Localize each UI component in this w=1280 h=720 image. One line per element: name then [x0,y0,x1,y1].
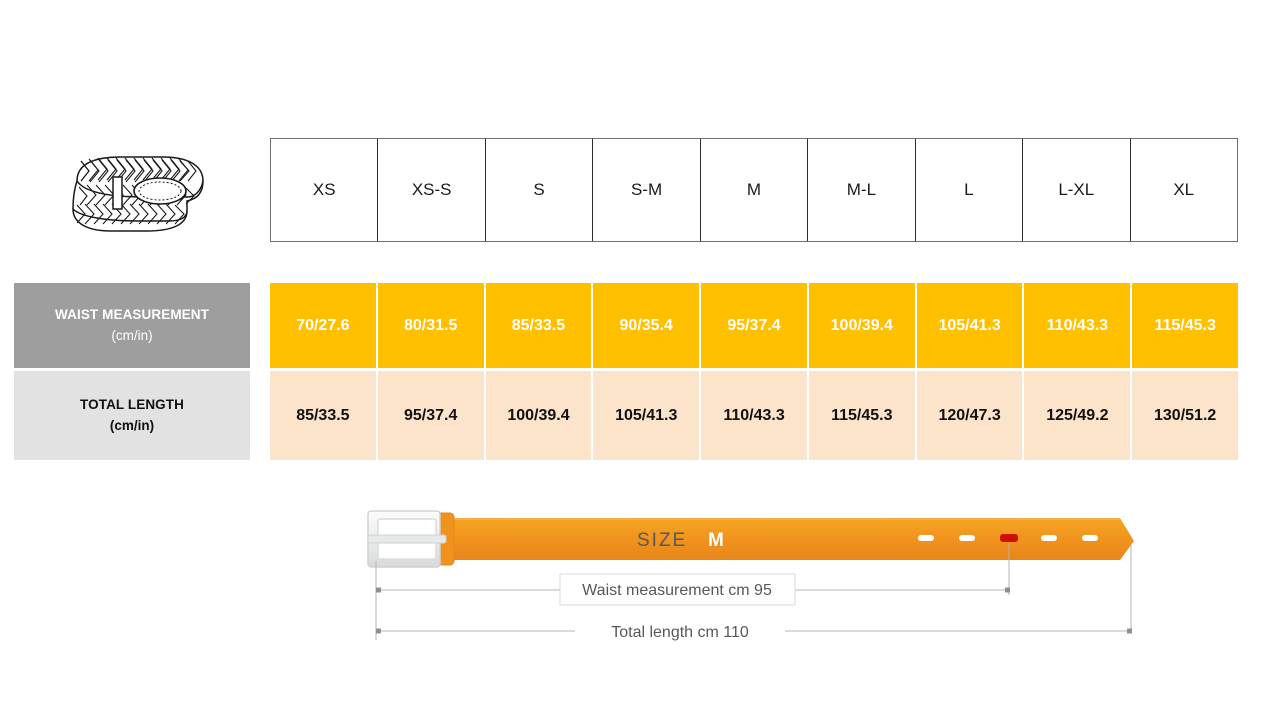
size-header-cell: S-M [593,139,701,241]
belt-hole [1041,535,1057,541]
belt-strap [438,518,1134,560]
waist-measurement-cell: 90/35.4 [593,283,702,368]
belt-size-prefix: SIZE [637,530,687,551]
waist-measurement-label: WAIST MEASUREMENT (cm/in) [14,283,250,368]
size-header-cell: XS-S [378,139,486,241]
total-length-label-unit: (cm/in) [109,417,155,433]
belt-hole [1082,535,1098,541]
waist-measurement-cell: 115/45.3 [1132,283,1239,368]
size-header-cell: M-L [808,139,916,241]
belt-keeper-icon [112,176,123,210]
total-length-cell: 115/45.3 [808,371,917,460]
woven-belt-icon [72,156,204,232]
belt-buckle-prong [367,534,447,544]
length-label-backdrop [575,617,785,645]
waist-measurement-cell: 110/43.3 [1024,283,1133,368]
belt-hole [918,535,934,541]
waist-measurement-label-title: WAIST MEASUREMENT [55,307,209,323]
total-length-cell: 95/37.4 [377,371,486,460]
size-header-cell: S [486,139,594,241]
belt-size-value: M [708,530,724,551]
waist-measurement-cell: 80/31.5 [377,283,486,368]
waist-measurement-cell: 85/33.5 [485,283,594,368]
waist-measurement-label-unit: (cm/in) [111,327,153,343]
belt-hole [959,535,975,541]
waist-measurement-caption: Waist measurement cm 95 [582,582,772,599]
belt-buckle-icon [133,177,187,205]
size-header-cell: L-XL [1023,139,1131,241]
belt-hole-active [1000,534,1018,542]
length-dimension-end-marker [1127,628,1132,634]
total-length-cell: 85/33.5 [270,371,378,460]
total-length-cell: 130/51.2 [1132,371,1239,460]
waist-dimension-start-marker [376,587,381,593]
waist-measurement-cell: 70/27.6 [270,283,378,368]
size-header-cell: M [701,139,809,241]
total-length-caption: Total length cm 110 [611,624,749,641]
belt-measurement-diagram: SIZE M Waist measurement cm 95 Total len… [350,495,1170,655]
total-length-cell: 100/39.4 [485,371,594,460]
total-length-cell: 110/43.3 [701,371,809,460]
waist-measurement-cell: 95/37.4 [701,283,809,368]
waist-measurement-row: 70/27.6 80/31.5 85/33.5 90/35.4 95/37.4 … [270,283,1239,368]
total-length-row: 85/33.5 95/37.4 100/39.4 105/41.3 110/43… [270,371,1239,460]
total-length-cell: 125/49.2 [1024,371,1133,460]
size-header-cell: XS [271,139,379,241]
total-length-label-title: TOTAL LENGTH [80,397,184,413]
waist-measurement-cell: 105/41.3 [916,283,1025,368]
size-header-cell: XL [1173,180,1195,199]
length-dimension-start-marker [376,628,381,634]
total-length-cell: 105/41.3 [593,371,702,460]
woven-belt-icon-cell [14,138,254,248]
total-length-label: TOTAL LENGTH (cm/in) [14,371,250,460]
waist-measurement-cell: 100/39.4 [808,283,917,368]
size-header-cell: L [916,139,1024,241]
waist-label-box [559,573,796,606]
total-length-cell: 120/47.3 [916,371,1025,460]
size-header-row: XS XS-S S S-M M M-L L L-XL XL [270,138,1238,242]
waist-dimension-end-marker [1005,587,1010,593]
